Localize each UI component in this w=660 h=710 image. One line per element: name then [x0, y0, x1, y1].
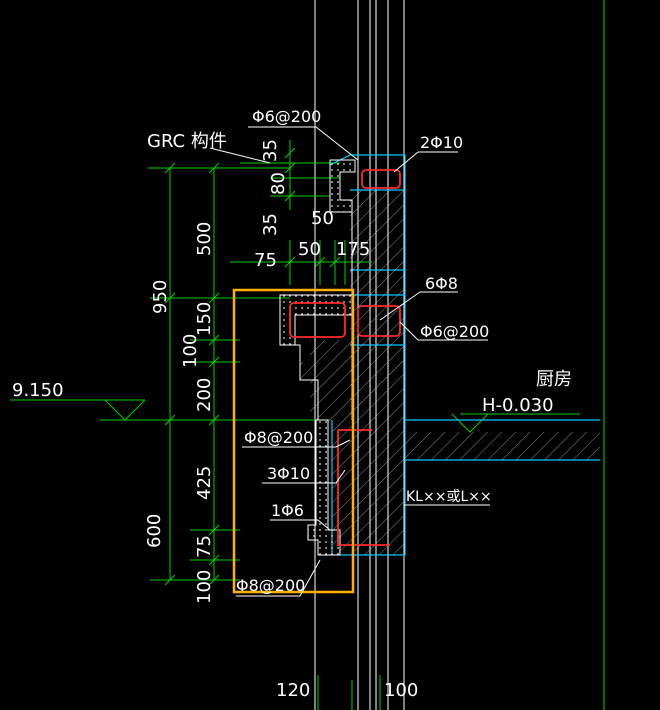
label-3phi10: 3Φ10 [267, 464, 310, 483]
label-6phi8: 6Φ8 [425, 274, 458, 293]
left-dimension-chain [148, 140, 381, 710]
dim-150: 150 [194, 302, 215, 336]
label-phi8-bottom: Φ8@200 [236, 576, 305, 595]
dim-500: 500 [194, 222, 215, 256]
label-level-9150: 9.150 [12, 380, 64, 401]
dim-75-top: 75 [254, 250, 277, 271]
label-beam: KL××或L×× [406, 489, 492, 505]
label-kitchen: 厨房 [536, 369, 572, 390]
dim-950: 950 [150, 280, 171, 314]
dim-35-top: 35 [260, 139, 281, 162]
dim-200: 200 [194, 378, 215, 412]
dim-35-b: 35 [260, 213, 281, 236]
highlight-box [232, 288, 355, 594]
dim-50-b: 50 [298, 239, 321, 260]
dim-175: 175 [336, 239, 370, 260]
dim-50-a: 50 [311, 208, 334, 229]
dim-80: 80 [268, 172, 289, 195]
label-grc-component: GRC 构件 [147, 131, 227, 152]
label-2phi10: 2Φ10 [420, 133, 463, 152]
leader-lines [209, 126, 490, 597]
dim-75-bottom: 75 [194, 535, 215, 558]
dim-100-b: 100 [194, 570, 215, 604]
label-phi6-top: Φ6@200 [252, 107, 321, 126]
label-phi8-mid: Φ8@200 [244, 428, 313, 447]
annotation-text: Φ6@200 GRC 构件 2Φ10 6Φ8 Φ6@200 厨房 H-0.030… [12, 107, 572, 595]
dimension-text: 35 80 50 35 50 175 75 500 950 150 100 20… [144, 139, 418, 701]
label-1phi6: 1Φ6 [271, 501, 304, 520]
label-phi6-mid: Φ6@200 [420, 322, 489, 341]
dim-100-c: 100 [384, 680, 418, 701]
dim-600: 600 [144, 514, 165, 548]
concrete-hatch [300, 190, 600, 555]
label-kitchen-level: H-0.030 [482, 395, 554, 416]
dim-425: 425 [194, 466, 215, 500]
rebar [289, 169, 401, 546]
dim-120: 120 [276, 680, 310, 701]
dim-100-a: 100 [180, 334, 201, 368]
